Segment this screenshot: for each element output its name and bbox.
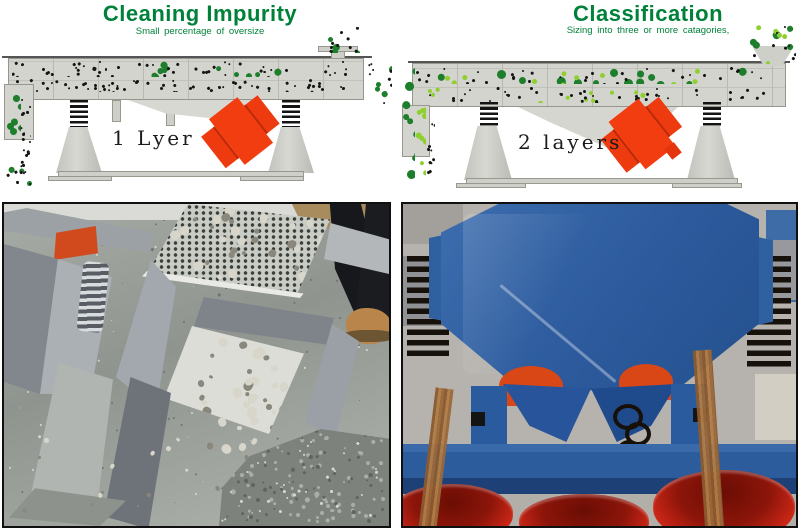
base-foot-right <box>240 176 304 181</box>
panel-title: Classification <box>572 1 724 26</box>
deck-top-cover-line <box>408 61 790 63</box>
falling-particles <box>6 142 32 186</box>
support-leg-right <box>687 126 735 180</box>
medium-discharge-stream <box>415 84 426 200</box>
second-layer-particles <box>416 87 782 103</box>
photo-blue-screener-buckets <box>401 202 798 528</box>
deck-rib <box>112 100 121 122</box>
support-spring-right <box>282 100 300 127</box>
panel-subtitle: Small percentage of oversize <box>135 26 265 37</box>
oversize-particle-band <box>12 61 360 77</box>
leg-notch-left <box>471 412 485 426</box>
coarse-discharge-stream <box>402 68 415 186</box>
base-foot-right <box>672 183 742 188</box>
oversize-discharge-stream <box>6 88 21 138</box>
feed-particles <box>750 24 796 64</box>
screen-deck <box>412 63 786 107</box>
feed-particles <box>324 27 360 53</box>
feed-funnel <box>752 46 794 66</box>
support-leg-left <box>464 126 512 180</box>
cleaning-impurity-panel: Cleaning Impurity Small percentage of ov… <box>0 0 400 200</box>
support-spring-left <box>480 102 498 126</box>
support-leg-left <box>56 127 102 173</box>
screen-deck <box>8 58 364 100</box>
support-spring-right <box>703 102 721 126</box>
layer-count-label: 1 Lyer <box>112 126 195 150</box>
base-foot-left <box>48 176 112 181</box>
red-bucket-right <box>653 470 795 526</box>
background-debris <box>755 374 796 440</box>
classification-panel: Classification Sizing into three or more… <box>400 0 800 200</box>
body-highlight <box>463 214 603 374</box>
base-frame <box>466 178 738 184</box>
fines-particle-band <box>12 79 360 92</box>
panel-subtitle: Sizing into three or more catagories, <box>566 25 730 36</box>
support-spring-left <box>70 100 88 127</box>
layer-count-label: 2 layers <box>518 130 623 154</box>
fines-discharge-stream <box>426 92 435 200</box>
scattered-floor-stones <box>4 434 204 524</box>
top-layer-particles <box>416 66 782 84</box>
discharge-hopper-left <box>503 384 591 442</box>
edge-particles <box>366 58 392 106</box>
base-foot-left <box>456 183 526 188</box>
base-frame <box>58 171 304 177</box>
deck-top-cover-line <box>2 56 372 58</box>
panel-title: Cleaning Impurity <box>102 1 298 26</box>
photo-gravel-screening-machine <box>2 202 391 528</box>
